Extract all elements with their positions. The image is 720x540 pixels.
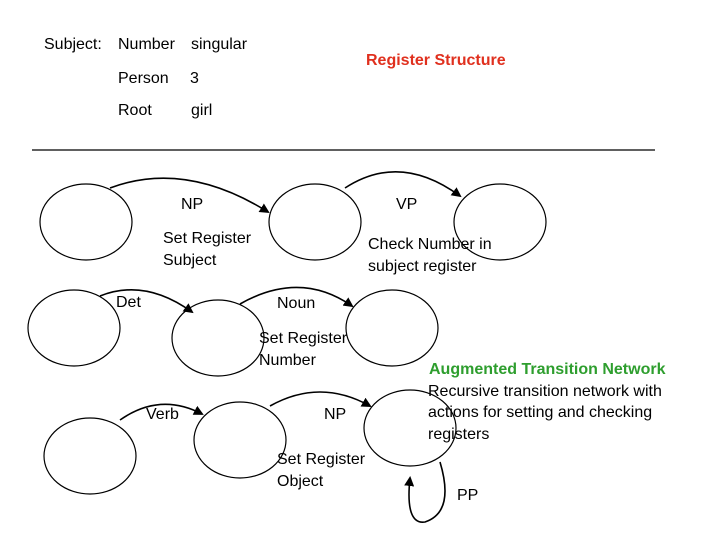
action-object-line1: Set Register	[277, 451, 366, 468]
register-subject-label: Subject:	[44, 36, 102, 53]
state-vp2	[363, 389, 457, 467]
state-vp1	[193, 401, 287, 479]
state-np2	[345, 289, 439, 367]
state-np1	[171, 299, 265, 377]
register-number-value: singular	[191, 36, 248, 53]
caption-title: Augmented Transition Network	[429, 361, 666, 378]
arc-pp-loop	[404, 461, 446, 523]
state-vp0	[43, 417, 137, 495]
state-np0	[27, 289, 121, 367]
arc-label-np: NP	[181, 196, 204, 213]
arc-noun	[239, 286, 354, 308]
register-structure-title: Register Structure	[366, 52, 506, 69]
register-root-value: girl	[191, 102, 213, 119]
caption-line-1: Recursive transition network with	[428, 383, 662, 400]
action-object-line2: Object	[277, 473, 324, 490]
register-person-label: Person	[118, 70, 169, 87]
arc-label-noun: Noun	[277, 295, 316, 312]
caption-line-3: registers	[428, 426, 490, 443]
arc-label-vp: VP	[396, 196, 418, 213]
arc-label-pp: PP	[457, 487, 479, 504]
state-s1	[268, 183, 362, 261]
state-s2	[453, 183, 547, 261]
action-np-line1: Set Register	[163, 230, 252, 247]
action-vp-line1: Check Number in	[368, 236, 492, 253]
register-root-label: Root	[118, 102, 152, 119]
register-number-label: Number	[118, 36, 175, 53]
action-np-line2: Subject	[163, 252, 217, 269]
arc-det	[99, 288, 194, 314]
arc-verb	[119, 403, 204, 421]
state-s0	[39, 183, 133, 261]
arc-label-verb: Verb	[146, 406, 179, 423]
arc-vp	[344, 171, 462, 198]
register-person-value: 3	[190, 70, 199, 87]
action-noun-line1: Set Register	[259, 330, 348, 347]
arc-np-object	[269, 391, 372, 407]
arc-label-np-object: NP	[324, 406, 347, 423]
arc-label-det: Det	[116, 294, 141, 311]
action-noun-line2: Number	[259, 352, 316, 369]
action-vp-line2: subject register	[368, 258, 477, 275]
arc-np	[109, 177, 270, 214]
caption-line-2: actions for setting and checking	[428, 404, 653, 421]
